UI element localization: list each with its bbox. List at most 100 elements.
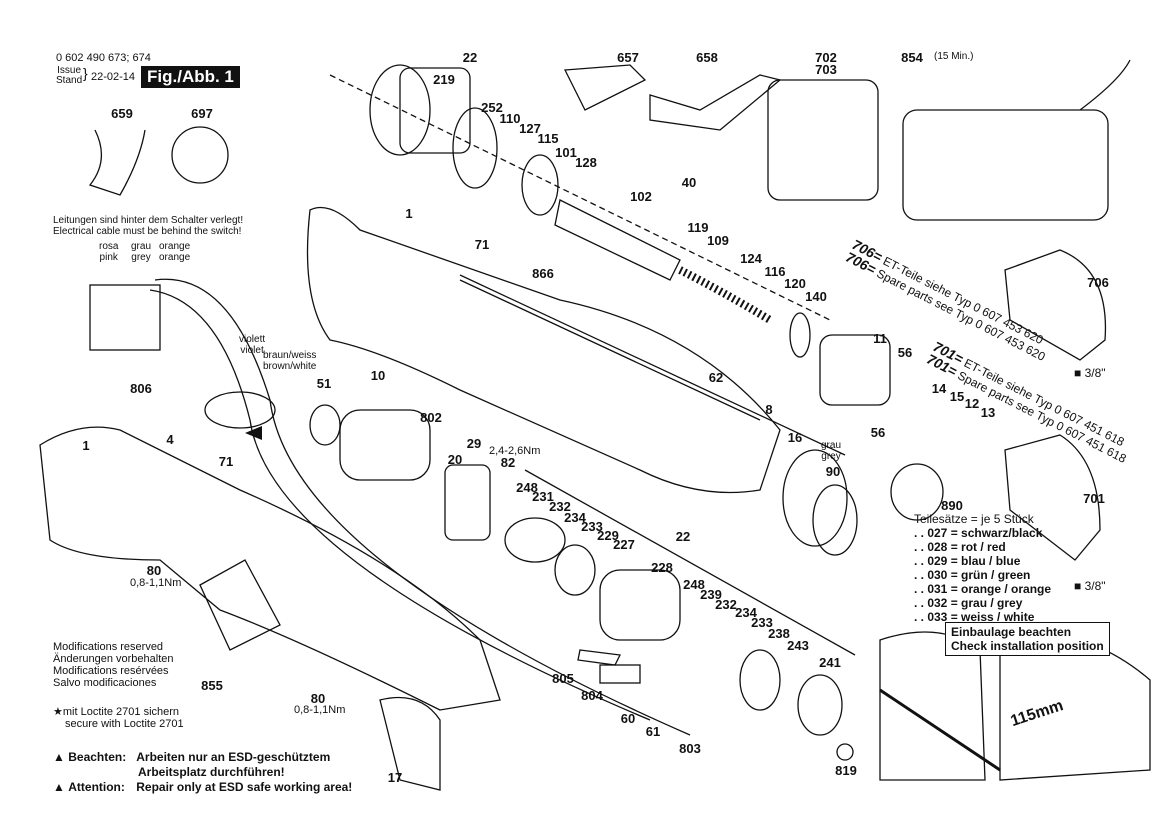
part-label-239: 239 <box>700 587 722 602</box>
housing-lower <box>39 426 501 711</box>
part-label-243: 243 <box>787 638 809 653</box>
torque-82: 2,4-2,6Nm <box>489 445 541 457</box>
switch <box>89 284 161 351</box>
ring-90 <box>812 484 858 556</box>
drive-size-701: ■ 3/8" <box>1074 579 1106 593</box>
housing-edge <box>459 279 761 421</box>
part-label-819: 819 <box>835 763 857 778</box>
issue-label-en: Stand <box>56 75 83 86</box>
part-label-803: 803 <box>679 741 701 756</box>
part-label-13: 13 <box>980 405 996 420</box>
issue-label-de: Issue <box>57 65 82 76</box>
kit-title: Teilesätze = je 5 Stück <box>914 512 1034 526</box>
clip-659 <box>88 129 146 196</box>
bearing-241 <box>797 674 843 736</box>
part-label-701: 701 <box>1083 491 1105 506</box>
assembly-axis <box>329 74 831 321</box>
kit-item: . . 030 = grün / green <box>914 568 1031 582</box>
part-label-233: 233 <box>581 519 603 534</box>
part-label-40: 40 <box>681 175 697 190</box>
part-label-14: 14 <box>931 381 947 396</box>
hex-key-657 <box>563 64 647 111</box>
assembly-axis <box>524 469 856 656</box>
angle-head-701 <box>1004 434 1101 561</box>
shaft-102 <box>554 199 681 281</box>
part-label-90: 90 <box>825 464 841 479</box>
part-label-248: 248 <box>683 577 705 592</box>
part-label-16: 16 <box>787 430 803 445</box>
label-855 <box>199 559 281 651</box>
cable <box>154 278 691 736</box>
part-label-229: 229 <box>597 528 619 543</box>
esd-arrow-icon <box>245 426 262 440</box>
part-label-127: 127 <box>519 121 541 136</box>
part-label-802: 802 <box>420 410 442 425</box>
part-label-62: 62 <box>708 370 724 385</box>
cap-697 <box>171 126 229 184</box>
part-label-140: 140 <box>805 289 827 304</box>
install-view-right <box>999 634 1151 781</box>
part-label-11: 11 <box>873 331 887 346</box>
warning-triangle-icon: ▲ <box>53 780 65 794</box>
part-label-80: 80 <box>310 691 326 706</box>
part-label-12: 12 <box>964 396 980 411</box>
cover-17 <box>379 696 441 791</box>
part-label-20: 20 <box>447 452 463 467</box>
part-label-228: 228 <box>651 560 673 575</box>
part-number: 0 602 490 673; 674 <box>56 52 151 64</box>
part-label-102: 102 <box>630 189 652 204</box>
part-label-80: 80 <box>146 563 162 578</box>
part-label-115: 115 <box>537 131 559 146</box>
part-label-82: 82 <box>500 455 516 470</box>
cable-note-de: Leitungen sind hinter dem Schalter verle… <box>53 215 244 226</box>
ring-16 <box>782 449 848 547</box>
kit-item: . . 031 = orange / orange <box>914 582 1052 596</box>
part-label-1: 1 <box>405 206 413 221</box>
part-label-109: 109 <box>707 233 729 248</box>
ring-890 <box>890 463 944 521</box>
part-804 <box>599 664 641 684</box>
part-label-17: 17 <box>387 770 403 785</box>
cable-note: Leitungen sind hinter dem Schalter verle… <box>53 215 243 237</box>
gear-29 <box>444 464 491 541</box>
charger-854 <box>902 109 1109 221</box>
kit-item: . . 033 = weiss / white <box>914 610 1035 624</box>
part-label-71: 71 <box>218 454 234 469</box>
part-label-805: 805 <box>552 671 574 686</box>
part-label-116: 116 <box>764 264 786 279</box>
kit-item: . . 027 = schwarz/black <box>914 526 1043 540</box>
part-label-855: 855 <box>201 678 223 693</box>
part-label-10: 10 <box>370 368 386 383</box>
part-label-248: 248 <box>516 480 538 495</box>
head-11 <box>819 334 891 406</box>
part-label-219: 219 <box>433 72 455 87</box>
spring-109 <box>678 266 773 324</box>
kit-item: . . 028 = rot / red <box>914 540 1006 554</box>
part-label-22: 22 <box>462 50 478 65</box>
kit-item: . . 029 = blau / blue <box>914 554 1021 568</box>
warning-triangle-icon: ▲ <box>53 750 65 764</box>
star-icon: ★ <box>53 706 63 718</box>
part-label-128: 128 <box>575 155 597 170</box>
drive-size-706: ■ 3/8" <box>1074 366 1106 380</box>
part-label-657: 657 <box>617 50 639 65</box>
part-label-110: 110 <box>499 111 521 126</box>
part-label-231: 231 <box>532 489 554 504</box>
battery-702 <box>767 79 879 201</box>
board-806 <box>204 391 276 429</box>
kit-list: Teilesätze = je 5 Stück . . 027 = schwar… <box>914 512 1051 624</box>
part-label-697: 697 <box>191 106 213 121</box>
part-label-8: 8 <box>765 402 773 417</box>
part-label-706: 706 <box>1087 275 1109 290</box>
part-label-227: 227 <box>613 537 635 552</box>
part-label-56: 56 <box>897 345 913 360</box>
